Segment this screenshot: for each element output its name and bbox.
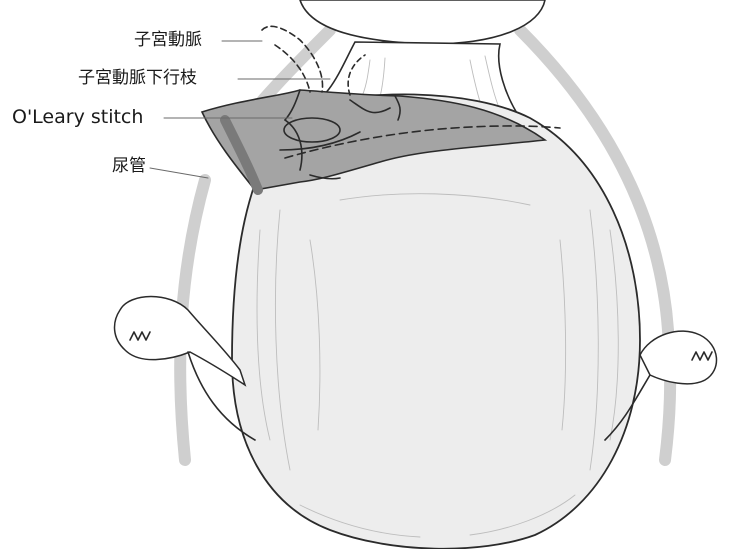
label-oleary-stitch: O'Leary stitch xyxy=(12,108,143,127)
label-uterine-artery: 子宮動脈 xyxy=(134,32,202,49)
label-descending-branch: 子宮動脈下行枝 xyxy=(78,70,197,87)
label-ureter: 尿管 xyxy=(112,158,146,175)
right-adnexa xyxy=(640,331,716,384)
fetal-head xyxy=(300,0,545,44)
leader-ureter xyxy=(150,168,208,178)
